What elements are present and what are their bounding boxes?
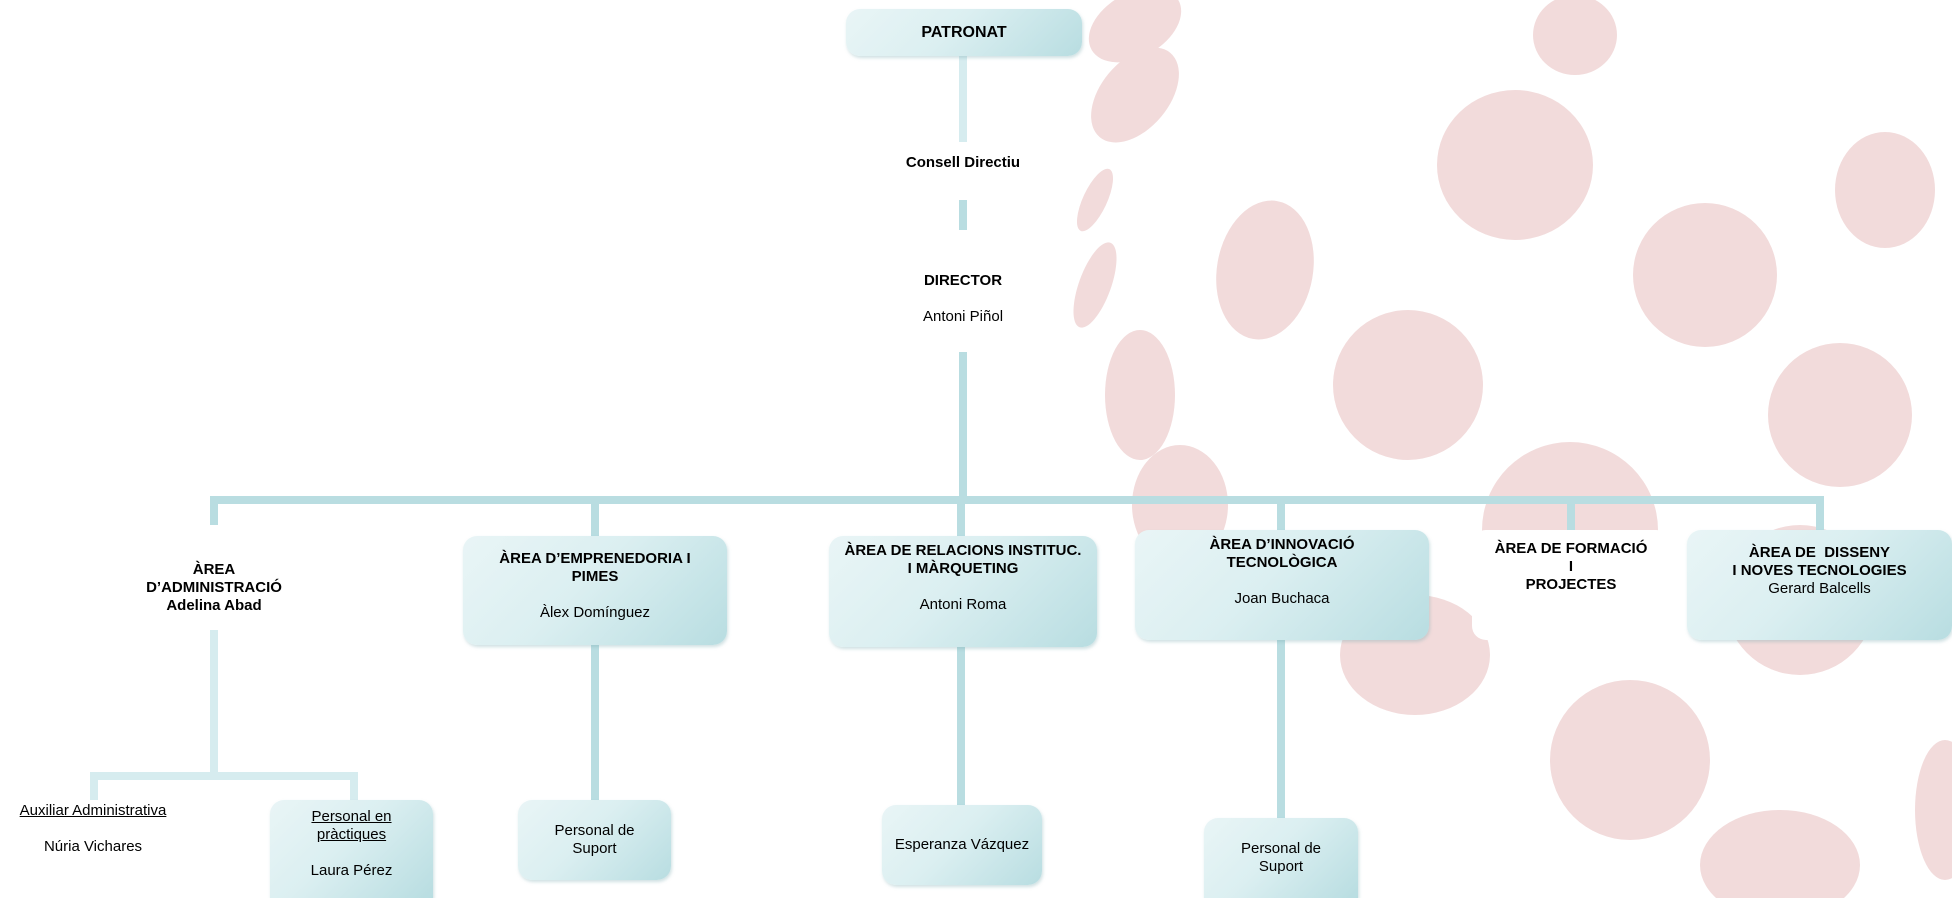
- area-emprenedoria-person: Àlex Domínguez: [539, 604, 651, 621]
- director-title: DIRECTOR: [923, 272, 1003, 289]
- staff-suport-emprenedoria-line2: Suport: [572, 840, 617, 857]
- area-emprenedoria-node: ÀREA D’EMPRENEDORIA I PIMES Àlex Domíngu…: [463, 536, 727, 645]
- area-formacio-line1: ÀREA DE FORMACIÓ: [1494, 540, 1648, 557]
- staff-suport-innovacio-line1: Personal de: [1240, 840, 1322, 857]
- area-innovacio-person: Joan Buchaca: [1234, 590, 1330, 607]
- staff-practiques-title-line2: pràctiques: [316, 826, 387, 843]
- area-formacio-line2: I: [1568, 558, 1574, 575]
- area-relacions-line1: ÀREA DE RELACIONS INSTITUC.: [844, 542, 1082, 559]
- staff-auxiliar-node: Auxiliar Administrativa Núria Vichares: [0, 802, 186, 864]
- area-disseny-person: Gerard Balcells: [1768, 580, 1871, 597]
- area-administracio-line1: ÀREA: [192, 561, 236, 578]
- staff-practiques-title-line1: Personal en: [311, 808, 392, 825]
- area-formacio-node: ÀREA DE FORMACIÓ I PROJECTES: [1472, 530, 1670, 640]
- director-node: DIRECTOR Antoni Piñol: [863, 272, 1063, 334]
- consell-directiu-node: Consell Directiu: [863, 147, 1063, 179]
- consell-directiu-label: Consell Directiu: [905, 154, 1021, 171]
- area-formacio-line3: PROJECTES: [1525, 576, 1617, 593]
- area-administracio-node: ÀREA D’ADMINISTRACIÓ Adelina Abad: [110, 560, 318, 616]
- area-innovacio-line1: ÀREA D’INNOVACIÓ: [1209, 536, 1355, 553]
- staff-practiques-person: Laura Pérez: [310, 862, 393, 879]
- area-administracio-person: Adelina Abad: [166, 597, 262, 614]
- staff-suport-emprenedoria-line1: Personal de: [554, 822, 635, 839]
- staff-practiques-node: Personal en pràctiques Laura Pérez: [270, 800, 433, 898]
- director-name: Antoni Piñol: [922, 308, 1004, 325]
- staff-auxiliar-title: Auxiliar Administrativa: [19, 802, 167, 819]
- area-disseny-node: ÀREA DE DISSENY I NOVES TECNOLOGIES Gera…: [1687, 530, 1952, 640]
- staff-suport-emprenedoria-node: Personal de Suport: [518, 800, 671, 880]
- staff-suport-innovacio-node: Personal de Suport: [1204, 818, 1358, 898]
- area-relacions-node: ÀREA DE RELACIONS INSTITUC. I MÀRQUETING…: [829, 536, 1097, 647]
- staff-auxiliar-person: Núria Vichares: [43, 838, 143, 855]
- area-relacions-line2: I MÀRQUETING: [907, 560, 1019, 577]
- area-innovacio-node: ÀREA D’INNOVACIÓ TECNOLÒGICA Joan Buchac…: [1135, 530, 1429, 640]
- patronat-node: PATRONAT: [846, 9, 1082, 56]
- staff-esperanza-node: Esperanza Vázquez: [882, 805, 1042, 885]
- staff-suport-innovacio-line2: Suport: [1258, 858, 1304, 875]
- area-relacions-person: Antoni Roma: [919, 596, 1007, 613]
- area-innovacio-line2: TECNOLÒGICA: [1226, 554, 1338, 571]
- area-emprenedoria-title: ÀREA D’EMPRENEDORIA I PIMES: [499, 550, 691, 585]
- staff-esperanza-person: Esperanza Vázquez: [894, 836, 1030, 853]
- area-disseny-line2: I NOVES TECNOLOGIES: [1732, 562, 1907, 579]
- area-administracio-line2: D’ADMINISTRACIÓ: [146, 579, 282, 596]
- area-disseny-line1: ÀREA DE DISSENY: [1748, 544, 1891, 561]
- patronat-label: PATRONAT: [921, 23, 1007, 41]
